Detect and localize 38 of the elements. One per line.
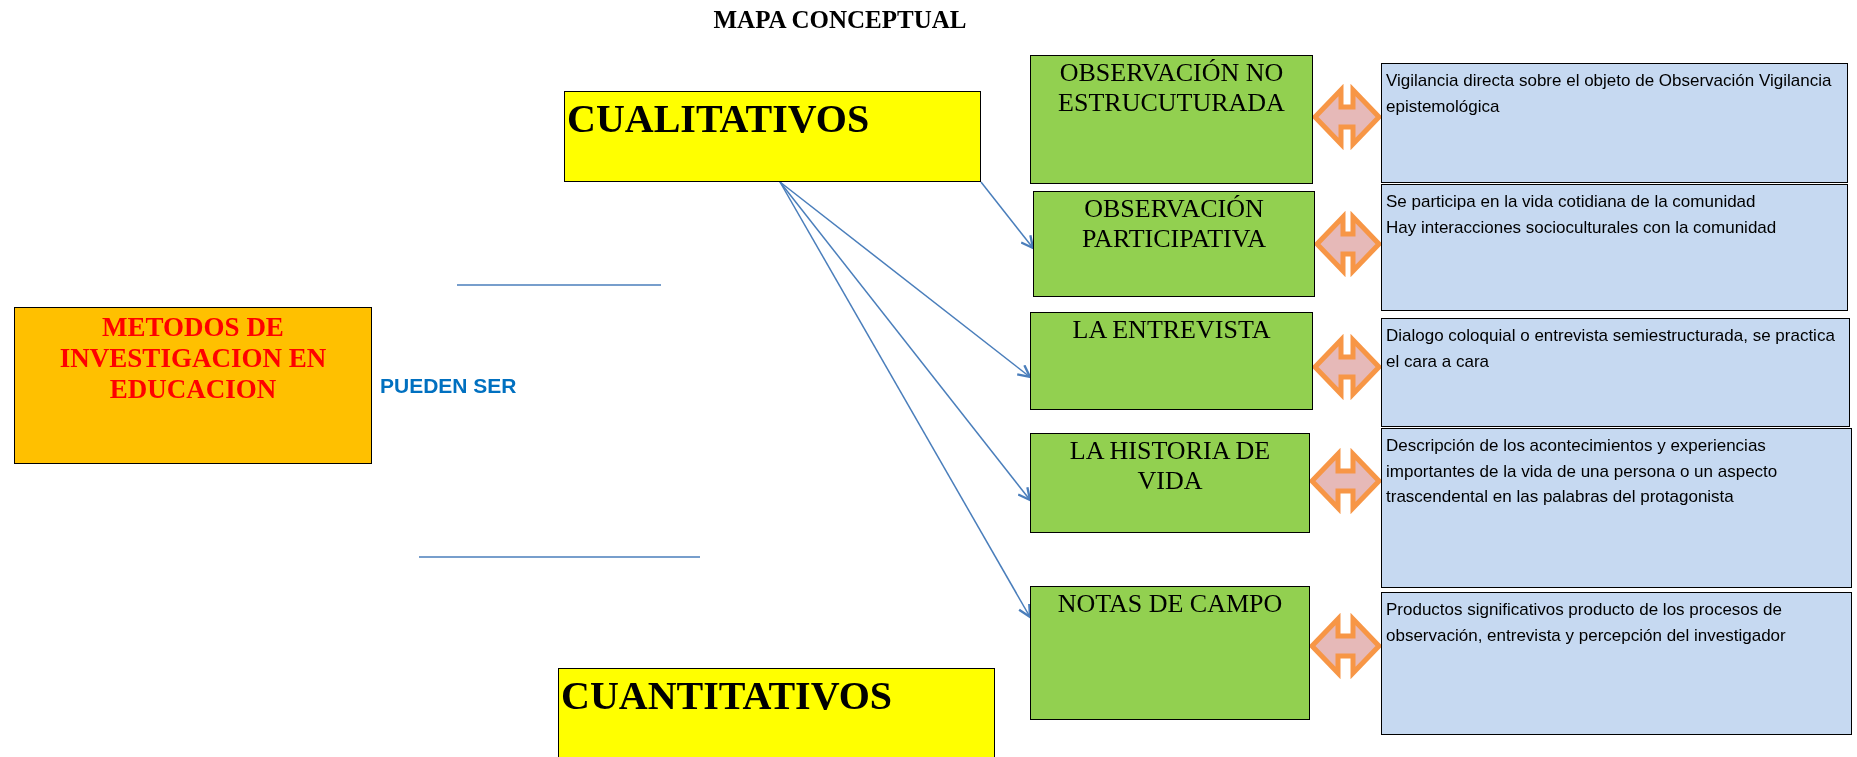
double-arrow <box>1308 447 1383 515</box>
connector-label: PUEDEN SER <box>380 374 517 398</box>
box-text: Productos significativos producto de los procesos de observación, entrevista y percepción del investigador <box>1386 599 1787 647</box>
concept-box <box>1030 312 1313 410</box>
double-arrow <box>1311 333 1383 401</box>
concept-box <box>564 91 981 182</box>
box-text: Descripción de los acontecimientos y experiencias importantes de la vida de una persona o un aspecto trascendental en las palabras del protagonista <box>1386 435 1779 508</box>
double-arrow <box>1308 612 1383 680</box>
concept-box <box>558 668 995 757</box>
concept-box <box>1030 55 1313 184</box>
arrow <box>980 181 1035 250</box>
concept-box <box>1030 586 1310 720</box>
title: MAPA CONCEPTUAL <box>712 6 968 34</box>
box-text: CUANTITATIVOS <box>561 673 894 719</box>
double-arrow <box>1311 83 1383 151</box>
concept-box <box>1030 433 1310 533</box>
arrow <box>779 181 1032 379</box>
box-text: Dialogo coloquial o entrevista semiestructurada, se practica el cara a cara <box>1386 325 1836 373</box>
concept-box <box>1033 191 1315 297</box>
box-text: LA HISTORIA DE VIDA <box>1068 436 1272 496</box>
arrow <box>779 181 1032 619</box>
box-text: Hay interacciones socioculturales con la comunidad <box>1386 216 1778 239</box>
box-text: Se participa en la vida cotidiana de la comunidad <box>1386 191 1757 213</box>
box-text: OBSERVACIÓN NO ESTRUCUTURADA <box>1057 58 1286 118</box>
concept-box <box>14 307 372 464</box>
box-text: LA ENTREVISTA <box>1071 315 1272 345</box>
concept-box <box>1381 184 1848 311</box>
box-text: OBSERVACIÓN PARTICIPATIVA <box>1081 194 1267 254</box>
concept-box <box>1381 592 1852 735</box>
box-text: METODOS DE INVESTIGACION EN EDUCACION <box>58 312 328 406</box>
concept-box <box>1381 318 1850 427</box>
box-text: Vigilancia directa sobre el objeto de Observación Vigilancia epistemológica <box>1386 70 1833 118</box>
concept-box <box>1381 428 1852 588</box>
double-arrow <box>1313 210 1383 278</box>
arrow <box>779 181 1032 502</box>
box-text: CUALITATIVOS <box>567 96 871 142</box>
concept-box <box>1381 63 1848 183</box>
box-text: NOTAS DE CAMPO <box>1056 589 1284 619</box>
